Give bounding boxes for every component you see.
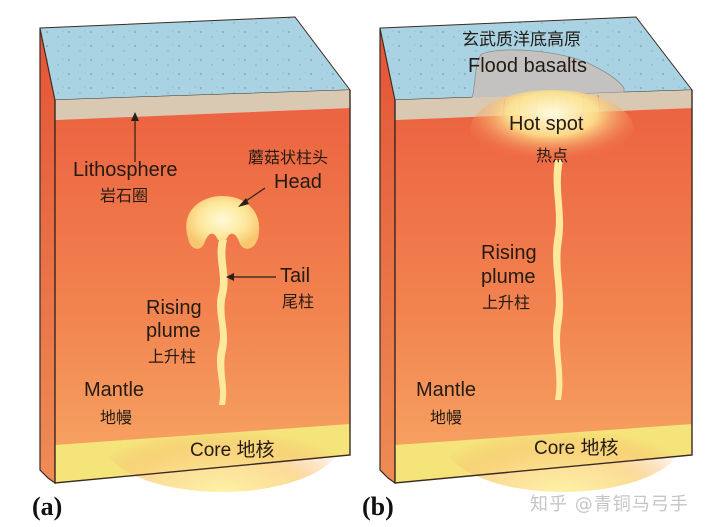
panel-b-flood-basalts xyxy=(471,49,625,99)
panel-b-block xyxy=(379,16,693,492)
panel-a-rising-label-1: Rising xyxy=(146,297,202,319)
panel-b-rising-label-2: plume xyxy=(481,266,536,288)
panel-a-lithosphere-label: Lithosphere xyxy=(73,159,178,181)
panel-a-tail-label-zh: 尾柱 xyxy=(282,292,315,311)
panel-b-plume-tail xyxy=(553,160,564,400)
panel-b-mantle xyxy=(395,108,692,483)
panel-a-lithosphere-band xyxy=(55,90,350,120)
panel-a-plume-head xyxy=(186,196,260,249)
panel-a-mantle-label-zh: 地幔 xyxy=(100,408,133,427)
panel-b-core-label: Core 地核 xyxy=(534,438,619,459)
panel-b-hotspot-label-zh: 热点 xyxy=(536,146,569,165)
panel-a-rising-label-zh: 上升柱 xyxy=(148,347,197,366)
panel-a-tail-label: Tail xyxy=(280,265,311,287)
panel-b-mantle-label: Mantle xyxy=(416,379,477,401)
watermark: 知乎 @青铜马弓手 xyxy=(530,494,689,515)
panel-a-mantle xyxy=(55,108,350,483)
panel-a-plume-tail xyxy=(216,240,228,405)
panel-a-block xyxy=(39,16,351,492)
panel-a-rising-label-2: plume xyxy=(146,320,201,342)
panel-b-hotspot-glow xyxy=(470,90,634,170)
panel-b-rising-label-zh: 上升柱 xyxy=(482,293,531,312)
panel-a-mantle-label: Mantle xyxy=(84,379,145,401)
panel-b-rising-label-1: Rising xyxy=(481,242,537,264)
panel-b-flood-label: Flood basalts xyxy=(468,55,587,77)
panel-a-head-label: Head xyxy=(274,171,322,193)
panel-b-hotspot-label: Hot spot xyxy=(509,113,584,135)
panel-b-flood-label-zh: 玄武质洋底高原 xyxy=(462,30,581,50)
panel-b-mantle-label-zh: 地幔 xyxy=(430,408,463,427)
panel-a-tag: (a) xyxy=(32,492,63,521)
panel-a-core-label: Core 地核 xyxy=(190,440,275,461)
panel-a-head-label-zh: 蘑菇状柱头 xyxy=(248,148,329,167)
panel-a-lithosphere-label-zh: 岩石圈 xyxy=(100,186,149,205)
panel-b-tag: (b) xyxy=(362,492,394,521)
